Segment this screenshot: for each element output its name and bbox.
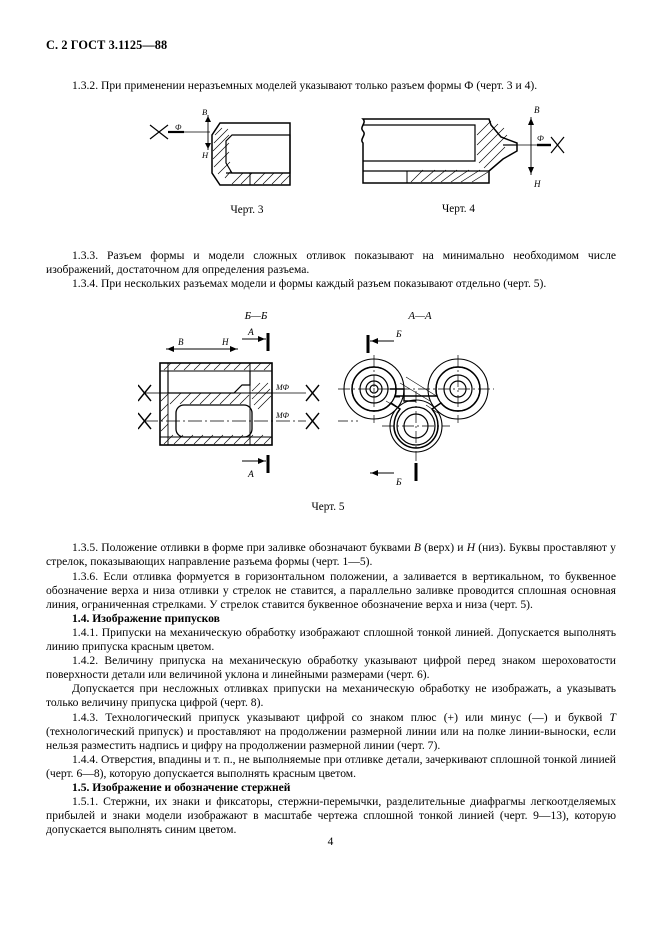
paragraph-1-4-4: 1.4.4. Отверстия, впадины и т. п., не вы… bbox=[46, 753, 616, 781]
symbol-h: Н bbox=[466, 541, 476, 555]
figure-row-3-4: Ф В Н Черт. 3 bbox=[46, 105, 616, 223]
figure-4-label-bottom: Н bbox=[533, 179, 541, 189]
figure-3-caption: Черт. 3 bbox=[230, 204, 264, 217]
page-header: С. 2 ГОСТ 3.1125—88 bbox=[46, 38, 168, 52]
figure-5-label-top: В bbox=[178, 337, 184, 347]
paragraph-1-4-1: 1.4.1. Припуски на механическую обработк… bbox=[46, 626, 616, 654]
paragraph-1-4-3-text-a: 1.4.3. Технологический припуск указывают… bbox=[72, 710, 610, 724]
paragraph-1-3-6: 1.3.6. Если отливка формуется в горизонт… bbox=[46, 570, 616, 612]
figure-5: Б—Б А—А bbox=[138, 305, 518, 513]
figure-5-view-left-title: Б—Б bbox=[244, 310, 268, 322]
paragraph-1-4-3: 1.4.3. Технологический припуск указывают… bbox=[46, 711, 616, 753]
figure-3-label-top: В bbox=[202, 107, 207, 117]
figure-5-section-b-bottom: Б bbox=[395, 478, 402, 488]
paragraph-1-3-5-text-c: (низ). Буквы проставляют у стрелок, пока… bbox=[46, 541, 616, 569]
figure-4-drawing: В Ф Н bbox=[361, 105, 565, 189]
paragraph-1-4-3-text-b: (технологический припуск) и проставляют … bbox=[46, 724, 616, 752]
paragraph-1-3-5-text-b: (верх) и bbox=[420, 541, 467, 555]
figure-5-view-right-title: А—А bbox=[407, 310, 432, 322]
paragraph-1-3-2-text: 1.3.2. При применении неразъемных моделе… bbox=[72, 79, 538, 92]
figure-5-caption: Черт. 5 bbox=[311, 501, 345, 514]
figure-3-label-bottom: Н bbox=[201, 150, 209, 160]
figure-5-label-bottom: Н bbox=[221, 337, 229, 347]
paragraph-1-4-2b-text: Допускается при несложных отливках припу… bbox=[46, 682, 616, 710]
paragraph-1-4-2b: Допускается при несложных отливках припу… bbox=[46, 682, 616, 710]
figure-5-label-mf-lower: МФ bbox=[275, 411, 289, 420]
heading-1-5: 1.5. Изображение и обозначение стержней bbox=[72, 780, 291, 794]
figure-3-label-parting: Ф bbox=[175, 123, 182, 132]
paragraph-1-4-2: 1.4.2. Величину припуска на механическую… bbox=[46, 654, 616, 682]
figure-3: Ф В Н Черт. 3 bbox=[142, 105, 352, 216]
page-number: 4 bbox=[327, 836, 334, 848]
paragraph-1-3-5-text-a: 1.3.5. Положение отливки в форме при зал… bbox=[72, 541, 414, 555]
paragraph-1-4-4-text: 1.4.4. Отверстия, впадины и т. п., не вы… bbox=[46, 752, 616, 780]
figure-5-section-b-top: Б bbox=[395, 330, 402, 340]
paragraph-1-3-4: 1.3.4. При нескольких разъемах модели и … bbox=[46, 277, 616, 291]
paragraph-1-3-6-text: 1.3.6. Если отливка формуется в горизонт… bbox=[46, 569, 616, 611]
figure-5-section-a-bottom: А bbox=[247, 470, 254, 480]
figure-4: В Ф Н Черт. 4 bbox=[351, 99, 566, 215]
paragraph-1-3-2: 1.3.2. При применении неразъемных моделе… bbox=[46, 79, 616, 93]
figure-4-caption: Черт. 4 bbox=[442, 203, 475, 216]
paragraph-1-3-3: 1.3.3. Разъем формы и модели сложных отл… bbox=[46, 249, 616, 277]
symbol-b: В bbox=[413, 541, 421, 555]
heading-1-4: 1.4. Изображение припусков bbox=[72, 611, 220, 625]
symbol-t: Т bbox=[609, 710, 616, 724]
page-content: С. 2 ГОСТ 3.1125—88 1.3.2. При применени… bbox=[46, 0, 616, 837]
figure-3-drawing: Ф В Н bbox=[149, 107, 291, 186]
paragraph-1-5-1: 1.5.1. Стержни, их знаки и фиксаторы, ст… bbox=[46, 795, 616, 837]
paragraph-1-3-5: 1.3.5. Положение отливки в форме при зал… bbox=[46, 541, 616, 569]
figure-4-label-top: В bbox=[534, 105, 540, 115]
paragraph-1-3-4-text: 1.3.4. При нескольких разъемах модели и … bbox=[72, 277, 547, 291]
figure-5-section-a-top: А bbox=[247, 328, 254, 338]
figure-row-5: Б—Б А—А bbox=[46, 305, 616, 515]
figure-5-label-mf-upper: МФ bbox=[275, 383, 289, 392]
paragraph-1-5-1-text: 1.5.1. Стержни, их знаки и фиксаторы, ст… bbox=[46, 795, 616, 837]
paragraph-1-4-2-text: 1.4.2. Величину припуска на механическую… bbox=[46, 654, 616, 682]
paragraph-1-4-1-text: 1.4.1. Припуски на механическую обработк… bbox=[46, 625, 616, 654]
figure-4-label-parting: Ф bbox=[537, 133, 544, 143]
figure-5-drawing: Б—Б А—А bbox=[138, 310, 494, 488]
paragraph-1-3-3-text: 1.3.3. Разъем формы и модели сложных отл… bbox=[46, 249, 616, 277]
